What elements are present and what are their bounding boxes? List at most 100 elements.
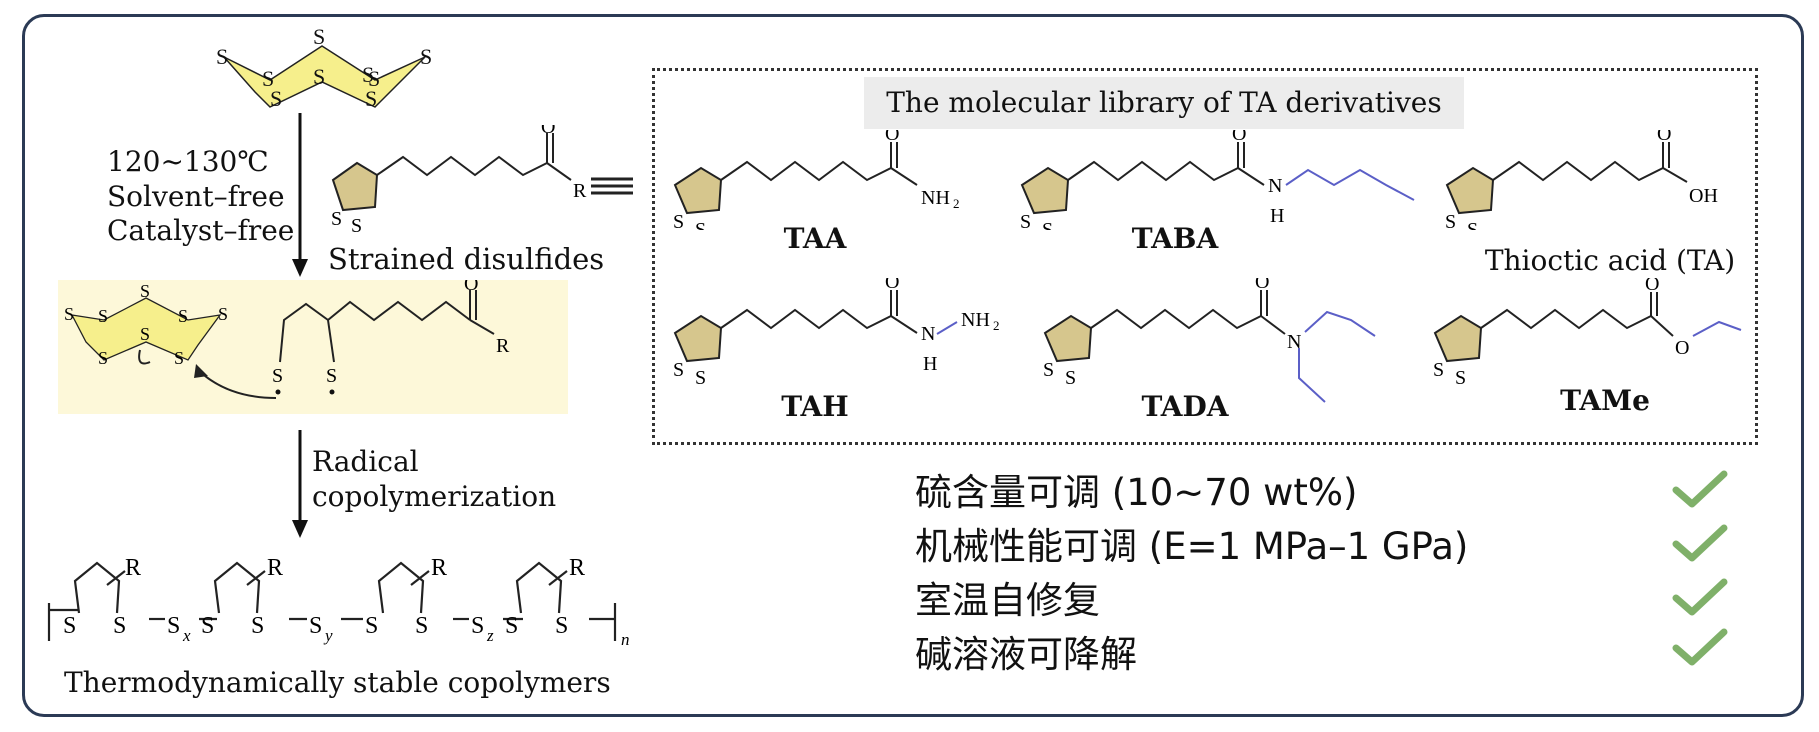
svg-text:O: O (885, 278, 899, 293)
strained-disulfides-label: Strained disulfides (328, 242, 605, 276)
svg-text:S: S (262, 66, 274, 91)
svg-text:S: S (673, 359, 684, 381)
svg-text:n: n (621, 630, 630, 649)
property-mechanical: 机械性能可调 (E=1 MPa–1 GPa) (915, 525, 1469, 568)
svg-text:O: O (1255, 278, 1269, 293)
svg-text:S: S (313, 24, 325, 49)
svg-text:S: S (218, 304, 228, 324)
svg-text:S: S (365, 613, 378, 639)
reaction-conditions-line2: Solvent–free (107, 180, 285, 213)
svg-text:S: S (420, 44, 432, 69)
library-title: The molecular library of TA derivatives (886, 86, 1442, 119)
svg-text:O: O (1675, 337, 1689, 359)
check-icon (1672, 470, 1728, 508)
svg-text:S: S (178, 306, 188, 326)
svg-text:R: R (431, 555, 447, 581)
property-self-healing: 室温自修复 (915, 579, 1100, 622)
svg-text:S: S (673, 211, 684, 230)
deriv-label-tah: TAH (781, 390, 849, 423)
svg-text:S: S (1043, 359, 1054, 381)
svg-text:H: H (1270, 205, 1284, 227)
reaction-conditions-line3: Catalyst–free (107, 214, 295, 247)
svg-text:S: S (695, 367, 706, 388)
svg-text:S: S (1433, 359, 1444, 381)
arrow-down-1 (292, 113, 308, 277)
radical-step-line2: copolymerization (312, 480, 557, 513)
svg-text:O: O (464, 280, 478, 295)
svg-text:S: S (368, 66, 380, 91)
svg-text:S: S (216, 44, 228, 69)
svg-text:R: R (569, 555, 585, 581)
svg-text:S: S (1065, 367, 1076, 389)
svg-text:S: S (326, 365, 337, 387)
property-sulfur-content: 硫含量可调 (10~70 wt%) (915, 471, 1358, 514)
svg-text:N: N (1287, 331, 1301, 353)
library-title-bg (864, 77, 1464, 129)
svg-text:NH: NH (921, 187, 950, 209)
svg-text:x: x (182, 626, 191, 645)
deriv-label-tada: TADA (1141, 390, 1229, 423)
reaction-conditions-line1: 120~130℃ (107, 145, 269, 178)
svg-text:O: O (1645, 278, 1659, 295)
svg-text:S: S (272, 365, 283, 387)
svg-text:S: S (415, 613, 428, 639)
svg-text:S: S (201, 613, 214, 639)
svg-text:S: S (1445, 211, 1456, 230)
svg-text:S: S (1020, 211, 1031, 230)
svg-text:R: R (125, 555, 141, 581)
svg-text:S: S (270, 86, 282, 111)
svg-text:S: S (63, 613, 76, 639)
check-icon (1672, 524, 1728, 562)
check-icon (1672, 578, 1728, 616)
svg-text:S: S (98, 348, 108, 368)
svg-text:2: 2 (953, 196, 960, 211)
arrow-down-2 (292, 430, 308, 538)
svg-text:S: S (695, 219, 706, 230)
svg-text:OH: OH (1689, 185, 1718, 207)
svg-text:O: O (541, 125, 555, 138)
svg-text:2: 2 (993, 318, 1000, 333)
radical-step-line1: Radical (312, 445, 419, 478)
svg-text:S: S (555, 613, 568, 639)
svg-text:z: z (486, 626, 494, 645)
svg-text:S: S (309, 613, 322, 639)
svg-text:S: S (1042, 219, 1053, 230)
deriv-label-ta: Thioctic acid (TA) (1484, 244, 1736, 277)
svg-text:R: R (496, 335, 510, 357)
deriv-label-tame: TAMe (1560, 384, 1650, 417)
svg-text:S: S (140, 281, 150, 301)
svg-text:y: y (323, 626, 333, 645)
check-icon (1672, 628, 1728, 666)
svg-text:S: S (174, 348, 184, 368)
svg-text:S: S (113, 613, 126, 639)
property-degradable: 碱溶液可降解 (915, 633, 1137, 676)
svg-text:S: S (331, 208, 342, 230)
svg-text:S: S (140, 324, 150, 344)
svg-text:S: S (471, 613, 484, 639)
strained-disulfide-structure: O R S S (331, 125, 633, 237)
svg-text:NH: NH (961, 309, 990, 331)
svg-text:S: S (313, 64, 325, 89)
svg-text:S: S (362, 62, 374, 87)
svg-text:O: O (885, 130, 899, 145)
svg-text:R: R (573, 180, 587, 202)
svg-text:S: S (64, 304, 74, 324)
deriv-label-taba: TABA (1131, 222, 1219, 255)
svg-text:S: S (167, 613, 180, 639)
svg-text:S: S (1455, 367, 1466, 388)
svg-text:S: S (365, 86, 377, 111)
deriv-label-taa: TAA (783, 222, 847, 255)
svg-text:S: S (251, 613, 264, 639)
svg-text:N: N (921, 323, 935, 345)
copolymer-label: Thermodynamically stable copolymers (64, 666, 611, 699)
svg-text:S: S (505, 613, 518, 639)
svg-text:S: S (1467, 219, 1478, 230)
svg-text:O: O (1657, 130, 1671, 145)
